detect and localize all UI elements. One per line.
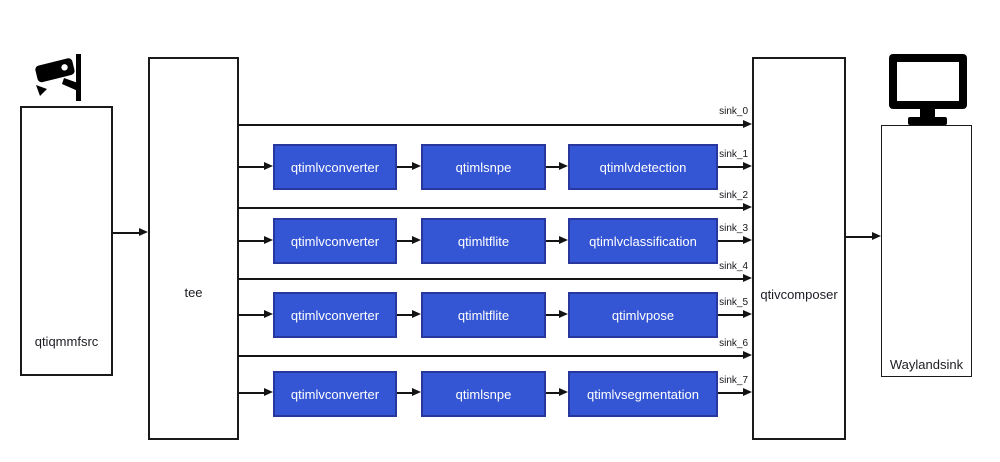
pipeline-box-converter: qtimlvconverter bbox=[273, 144, 397, 190]
connector-arrow bbox=[546, 236, 568, 244]
pad-label-sink-4: sink_4 bbox=[719, 261, 748, 272]
pipeline-box-converter: qtimlvconverter bbox=[273, 292, 397, 338]
source-node-label: qtiqmmfsrc bbox=[34, 334, 99, 349]
pipeline-box-label: qtimlvpose bbox=[611, 307, 675, 323]
pipeline-box-converter: qtimlvconverter bbox=[273, 218, 397, 264]
pipeline-box-postprocess: qtimlvsegmentation bbox=[568, 371, 718, 417]
composer-to-display-arrow bbox=[846, 232, 881, 240]
pad-label-sink-5: sink_5 bbox=[719, 297, 748, 308]
pipeline-box-converter: qtimlvconverter bbox=[273, 371, 397, 417]
source-to-tee-arrow bbox=[113, 228, 148, 236]
connector-arrow bbox=[546, 388, 568, 396]
connector-arrow bbox=[238, 388, 273, 396]
display-sink-node: Waylandsink bbox=[881, 125, 972, 377]
connector-arrow bbox=[546, 310, 568, 318]
connector-arrow bbox=[718, 310, 752, 318]
cctv-camera-icon bbox=[35, 54, 81, 101]
passthrough-line-sink-0 bbox=[238, 120, 752, 128]
pipeline-box-label: qtimlvsegmentation bbox=[587, 386, 699, 402]
pipeline-box-inference: qtimltflite bbox=[421, 218, 546, 264]
pipeline-box-label: qtimltflite bbox=[457, 233, 510, 249]
pipeline-box-postprocess: qtimlvclassification bbox=[568, 218, 718, 264]
tee-node: tee bbox=[148, 57, 239, 440]
display-sink-node-label: Waylandsink bbox=[889, 357, 964, 372]
pipeline-box-postprocess: qtimlvdetection bbox=[568, 144, 718, 190]
passthrough-line-sink-4 bbox=[238, 274, 752, 282]
pad-label-sink-7: sink_7 bbox=[719, 375, 748, 386]
monitor-icon bbox=[889, 54, 967, 125]
pipeline-box-label: qtimlvclassification bbox=[589, 233, 697, 249]
tee-node-label: tee bbox=[184, 285, 203, 300]
connector-arrow bbox=[397, 310, 421, 318]
pad-label-sink-0: sink_0 bbox=[719, 106, 748, 117]
connector-arrow bbox=[397, 236, 421, 244]
pipeline-box-label: qtimlvconverter bbox=[290, 233, 380, 249]
source-node: qtiqmmfsrc bbox=[20, 106, 113, 376]
connector-arrow bbox=[238, 162, 273, 170]
connector-arrow bbox=[546, 162, 568, 170]
pad-label-sink-2: sink_2 bbox=[719, 190, 748, 201]
pad-label-sink-1: sink_1 bbox=[719, 149, 748, 160]
connector-arrow bbox=[718, 236, 752, 244]
pipeline-box-inference: qtimltflite bbox=[421, 292, 546, 338]
pipeline-box-label: qtimlsnpe bbox=[455, 159, 512, 175]
pipeline-box-label: qtimlsnpe bbox=[455, 386, 512, 402]
pipeline-box-label: qtimlvconverter bbox=[290, 386, 380, 402]
pipeline-box-inference: qtimlsnpe bbox=[421, 144, 546, 190]
pipeline-box-postprocess: qtimlvpose bbox=[568, 292, 718, 338]
pipeline-box-label: qtimlvdetection bbox=[599, 159, 687, 175]
pipeline-box-label: qtimlvconverter bbox=[290, 307, 380, 323]
pipeline-box-label: qtimlvconverter bbox=[290, 159, 380, 175]
composer-node-label: qtivcomposer bbox=[760, 287, 838, 302]
connector-arrow bbox=[718, 162, 752, 170]
pipeline-box-label: qtimltflite bbox=[457, 307, 510, 323]
pad-label-sink-6: sink_6 bbox=[719, 338, 748, 349]
passthrough-line-sink-6 bbox=[238, 351, 752, 359]
connector-arrow bbox=[397, 388, 421, 396]
pipeline-box-inference: qtimlsnpe bbox=[421, 371, 546, 417]
connector-arrow bbox=[718, 388, 752, 396]
passthrough-line-sink-2 bbox=[238, 203, 752, 211]
connector-arrow bbox=[238, 236, 273, 244]
connector-arrow bbox=[238, 310, 273, 318]
pad-label-sink-3: sink_3 bbox=[719, 223, 748, 234]
composer-node: qtivcomposer bbox=[752, 57, 846, 440]
connector-arrow bbox=[397, 162, 421, 170]
